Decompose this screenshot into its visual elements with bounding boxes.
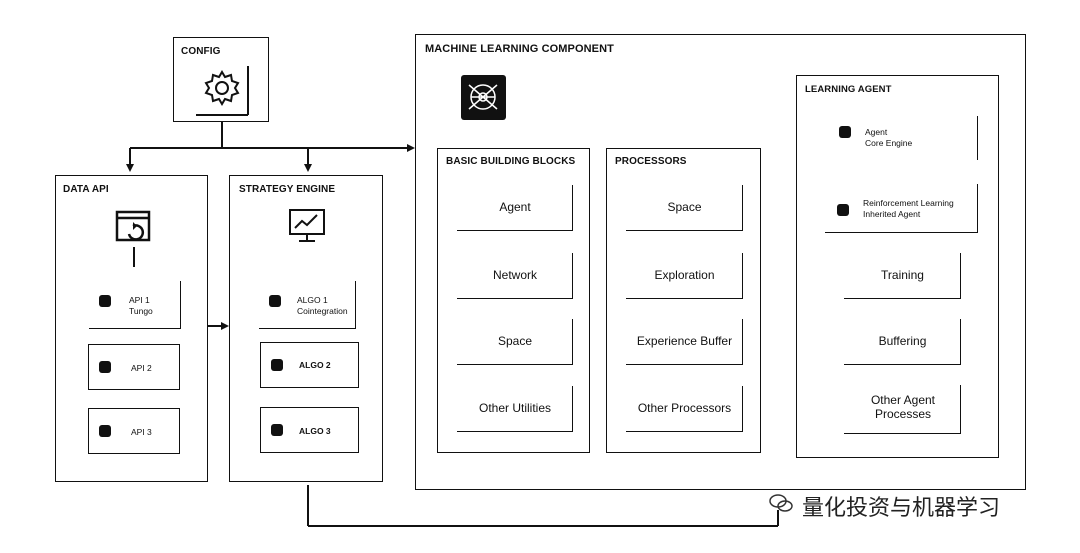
- hexagon-icon: [839, 126, 851, 138]
- block-other-utilities[interactable]: Other Utilities: [457, 386, 573, 432]
- basic-blocks-panel: BASIC BUILDING BLOCKS Agent Network Spac…: [437, 148, 590, 453]
- database-refresh-icon: [115, 210, 151, 242]
- gear-icon: [204, 70, 240, 106]
- processors-title: PROCESSORS: [615, 156, 687, 167]
- processor-space[interactable]: Space: [626, 185, 743, 231]
- monitor-chart-icon: [289, 209, 325, 242]
- processors-panel: PROCESSORS Space Exploration Experience …: [606, 148, 761, 453]
- block-network-label: Network: [492, 268, 537, 282]
- processor-exploration-label: Exploration: [654, 268, 715, 282]
- hexagon-icon: [99, 425, 111, 437]
- agent-buffering-label: Buffering: [878, 334, 927, 348]
- processor-space-label: Space: [667, 200, 702, 214]
- watermark-text: 量化投资与机器学习: [802, 496, 1001, 521]
- learning-agent-panel: LEARNING AGENT Agent Core Engine Reinfor…: [796, 75, 999, 458]
- algo-item-2[interactable]: ALGO 2: [260, 342, 359, 388]
- processor-exploration[interactable]: Exploration: [626, 253, 743, 299]
- agent-core-card[interactable]: Agent Core Engine: [827, 116, 978, 160]
- api-item-1-name: API 1: [129, 295, 150, 305]
- algo-item-1-name: ALGO 1: [297, 295, 328, 305]
- processor-other-label: Other Processors: [637, 401, 732, 415]
- config-panel: CONFIG: [173, 37, 269, 122]
- ml-component-title: MACHINE LEARNING COMPONENT: [425, 43, 614, 55]
- agent-core-sub: Core Engine: [865, 138, 913, 148]
- processor-other[interactable]: Other Processors: [626, 386, 743, 432]
- agent-training-label: Training: [881, 268, 924, 282]
- config-title: CONFIG: [181, 46, 221, 57]
- rl-agent-name: Reinforcement Learning: [863, 198, 954, 208]
- hexagon-icon: [99, 361, 111, 373]
- block-agent-label: Agent: [499, 200, 531, 214]
- neural-network-icon: [461, 75, 506, 120]
- block-space-label: Space: [497, 334, 533, 348]
- processor-experience-buffer-label: Experience Buffer: [636, 334, 733, 348]
- hexagon-icon: [269, 295, 281, 307]
- api-item-2[interactable]: API 2: [88, 344, 180, 390]
- strategy-engine-title: STRATEGY ENGINE: [239, 184, 336, 195]
- api-item-2-name: API 2: [131, 363, 152, 373]
- api-item-3-name: API 3: [131, 427, 152, 437]
- algo-item-3[interactable]: ALGO 3: [260, 407, 359, 453]
- algo-item-3-name: ALGO 3: [299, 426, 331, 436]
- learning-agent-title: LEARNING AGENT: [805, 84, 892, 95]
- block-network[interactable]: Network: [457, 253, 573, 299]
- algo-item-1[interactable]: ALGO 1 Cointegration: [259, 281, 356, 329]
- agent-buffering[interactable]: Buffering: [844, 319, 961, 365]
- hexagon-icon: [99, 295, 111, 307]
- api-item-1[interactable]: API 1 Tungo: [89, 281, 181, 329]
- agent-training[interactable]: Training: [844, 253, 961, 299]
- algo-item-2-name: ALGO 2: [299, 360, 331, 370]
- block-other-utilities-label: Other Utilities: [478, 401, 552, 415]
- algo-item-1-sub: Cointegration: [297, 306, 348, 316]
- rl-agent-sub: Inherited Agent: [863, 209, 921, 219]
- agent-core-name: Agent: [865, 127, 888, 137]
- strategy-engine-panel: STRATEGY ENGINE ALGO 1 Cointegration ALG…: [229, 175, 383, 482]
- agent-other-processes-label: Other Agent Processes: [870, 393, 936, 421]
- hexagon-icon: [271, 424, 283, 436]
- wechat-icon: [768, 493, 794, 513]
- agent-other-processes[interactable]: Other Agent Processes: [844, 385, 961, 434]
- api-item-3[interactable]: API 3: [88, 408, 180, 454]
- data-api-title: DATA API: [63, 184, 109, 195]
- processor-experience-buffer[interactable]: Experience Buffer: [626, 319, 743, 365]
- basic-blocks-title: BASIC BUILDING BLOCKS: [446, 156, 576, 167]
- api-item-1-sub: Tungo: [129, 306, 153, 316]
- hexagon-icon: [837, 204, 849, 216]
- block-space[interactable]: Space: [457, 319, 573, 365]
- data-api-panel: DATA API API 1 Tungo API 2 API 3: [55, 175, 208, 482]
- rl-agent-card[interactable]: Reinforcement Learning Inherited Agent: [825, 184, 978, 233]
- block-agent[interactable]: Agent: [457, 185, 573, 231]
- hexagon-icon: [271, 359, 283, 371]
